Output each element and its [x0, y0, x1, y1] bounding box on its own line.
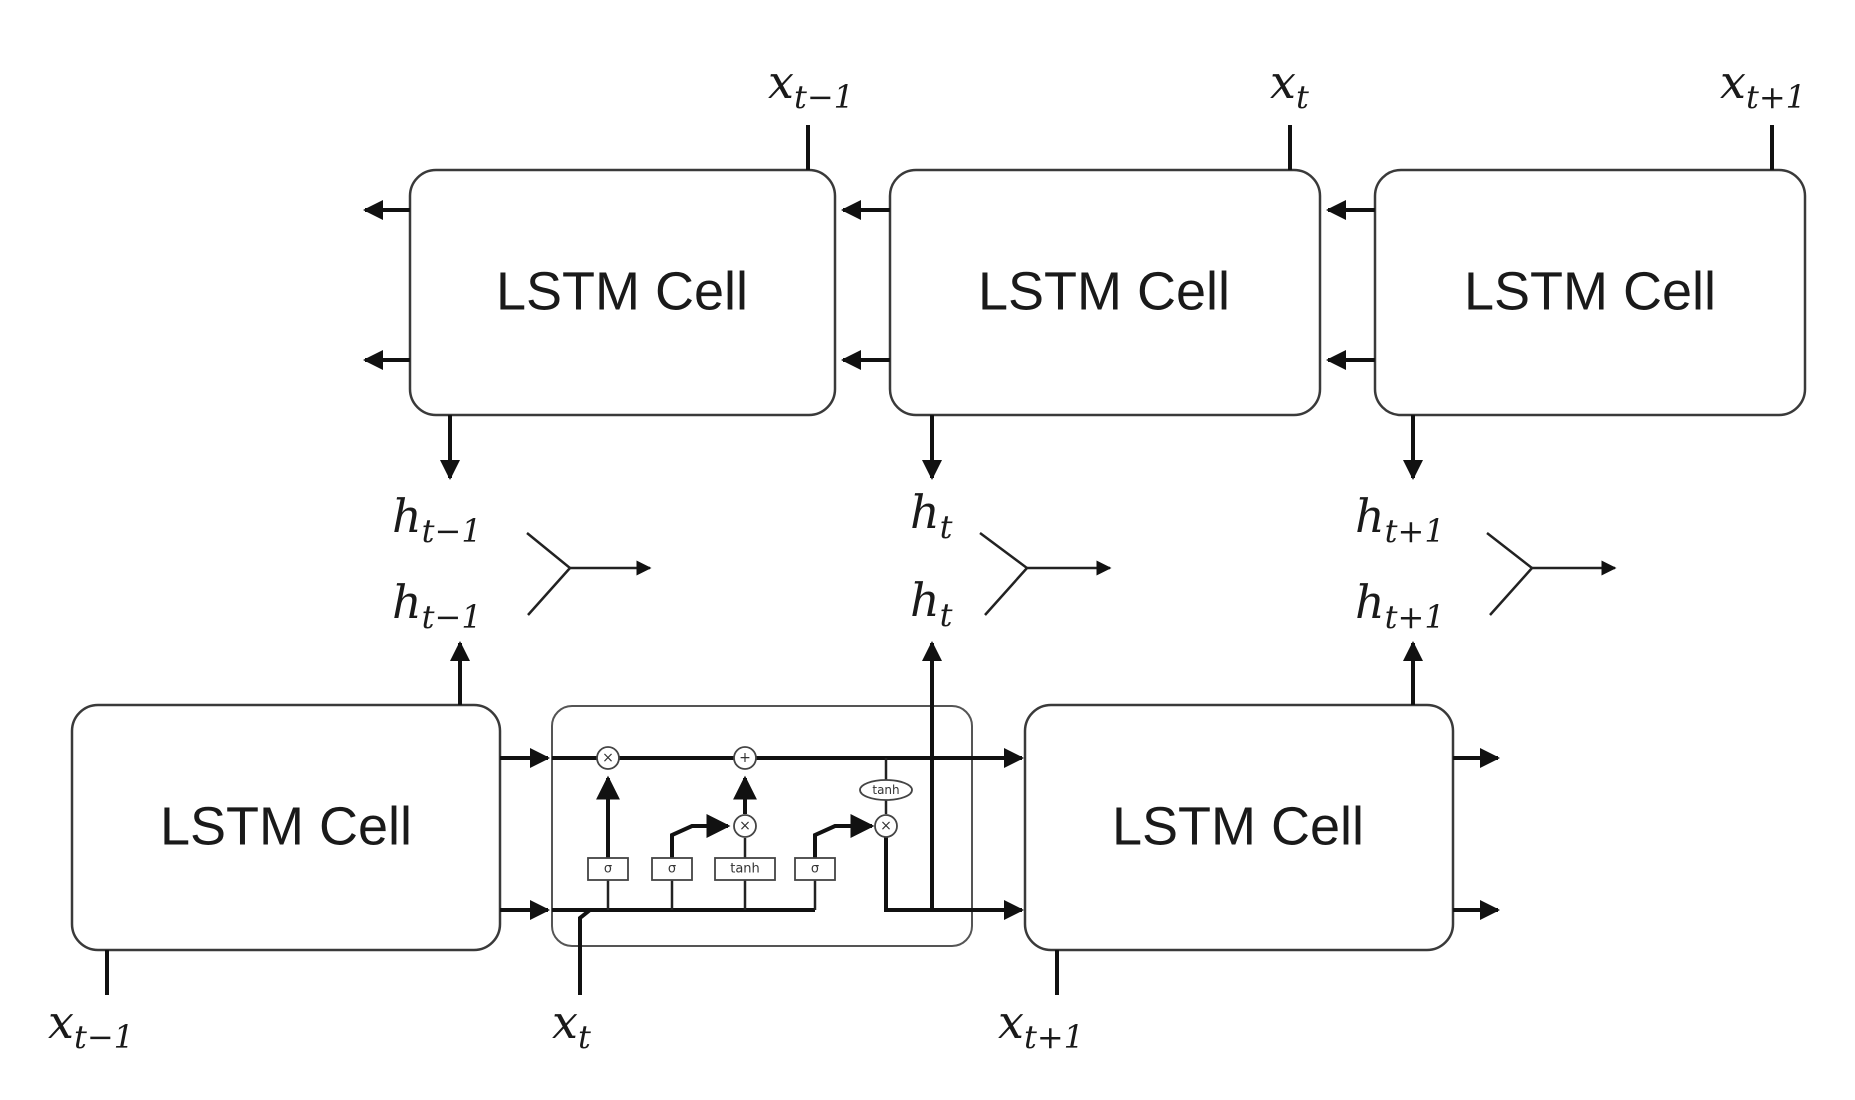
merge-connector — [1486, 532, 1534, 616]
hidden-state-line — [884, 826, 1024, 920]
gate-label: σ — [604, 862, 612, 877]
forward-input-label-1: xt−1 — [48, 995, 134, 1056]
backward-cell-3: LSTM Cell — [1373, 168, 1807, 417]
output-multiply-op: × — [874, 814, 898, 838]
op-label: tanh — [872, 783, 899, 797]
backward-input-label-3: xt+1 — [1720, 55, 1806, 116]
hidden-concat-2: ht ht — [910, 485, 1112, 634]
forward-cell-1: LSTM Cell — [70, 703, 502, 952]
backward-input-label-2: xt — [1270, 55, 1309, 116]
input-multiply-op: × — [733, 814, 757, 838]
forget-gate: σ — [587, 857, 629, 881]
merge-connector — [979, 531, 1029, 616]
cell-label: LSTM Cell — [978, 261, 1230, 321]
cell-tanh-op: tanh — [859, 779, 913, 801]
gate-label: σ — [668, 862, 676, 877]
add-op: + — [733, 746, 757, 770]
backward-layer: LSTM Cell LSTM Cell LSTM Cell xt−1 xt xt… — [363, 55, 1807, 480]
gate-label: σ — [811, 862, 819, 877]
hidden-label-top: ht−1 — [392, 489, 482, 550]
forget-multiply-op: × — [596, 746, 620, 770]
hidden-label-top: ht — [910, 485, 953, 546]
inner-input-line — [578, 908, 592, 995]
backward-cell-2: LSTM Cell — [888, 168, 1322, 417]
output-gate: σ — [794, 857, 836, 881]
forward-input-label-3: xt+1 — [998, 995, 1084, 1056]
op-label: × — [602, 750, 614, 766]
op-label: + — [739, 750, 751, 766]
hidden-concat-3: ht+1 ht+1 — [1355, 489, 1617, 636]
forward-input-label-2: xt — [552, 995, 591, 1056]
cell-label: LSTM Cell — [1464, 261, 1716, 321]
expanded-cell-border — [551, 705, 973, 947]
op-label: × — [880, 818, 892, 834]
gate-label: tanh — [730, 862, 760, 877]
input-gate-arrow — [670, 814, 731, 858]
expanded-lstm-cell: σ σ tanh σ × + × × — [551, 641, 1024, 995]
cell-label: LSTM Cell — [496, 261, 748, 321]
input-gate: σ — [651, 857, 693, 881]
forward-cell-3: LSTM Cell — [1023, 703, 1455, 952]
hidden-concat-1: ht−1 ht−1 — [392, 489, 652, 636]
cell-label: LSTM Cell — [1112, 796, 1364, 856]
merge-connector — [526, 532, 572, 616]
backward-cell-1: LSTM Cell — [408, 168, 837, 417]
candidate-gate: tanh — [714, 857, 776, 881]
forward-layer: LSTM Cell LSTM Cell xt−1 xt xt+1 — [48, 641, 1500, 1056]
backward-input-label-1: xt−1 — [768, 55, 854, 116]
hidden-label-bottom: ht−1 — [392, 575, 482, 636]
output-gate-arrow — [813, 814, 875, 858]
hidden-label-bottom: ht — [910, 573, 953, 634]
hidden-label-bottom: ht+1 — [1355, 575, 1445, 636]
cell-label: LSTM Cell — [160, 796, 412, 856]
op-label: × — [739, 818, 751, 834]
hidden-label-top: ht+1 — [1355, 489, 1445, 550]
